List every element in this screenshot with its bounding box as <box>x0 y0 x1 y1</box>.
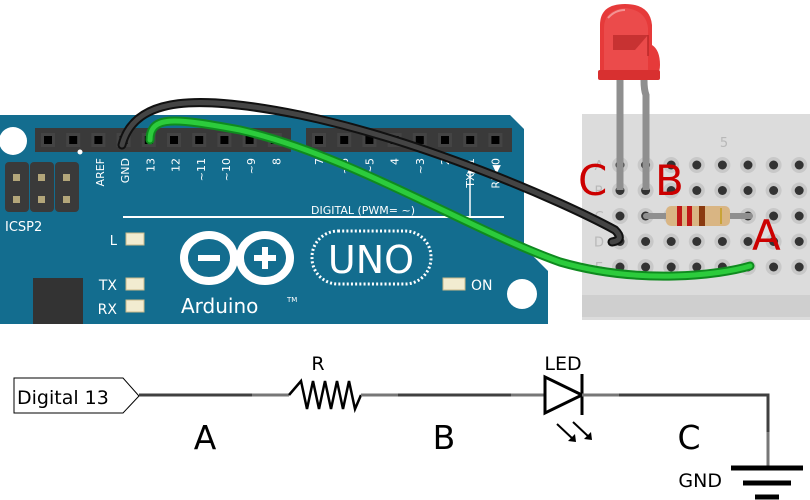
led-label: LED <box>544 353 581 375</box>
led-on-label: ON <box>471 278 493 294</box>
led-rx-label: RX <box>98 302 118 318</box>
marker-c: C <box>578 156 607 205</box>
digital-label: DIGITAL (PWM= ~) <box>311 204 415 217</box>
breadboard-column-label: 5 <box>720 136 728 151</box>
input-port-flag <box>13 377 140 414</box>
marker-a: A <box>752 211 781 260</box>
trademark: TM <box>286 296 297 304</box>
schematic: Digital 13 R LED GND A B C <box>13 353 803 500</box>
led-symbol <box>543 374 592 442</box>
header-pin-label: ~10 <box>220 158 233 181</box>
board-pcb <box>0 115 548 324</box>
resistor-component <box>643 206 753 226</box>
led-tx <box>125 277 145 291</box>
uno-badge <box>310 229 433 286</box>
icsp-label: ICSP2 <box>5 220 42 235</box>
input-port-label: Digital 13 <box>17 387 109 409</box>
header-pin-label: ~11 <box>195 158 208 181</box>
segment-a-label: A <box>194 418 217 457</box>
header-pin-label: 4 <box>389 158 402 165</box>
led-tx-label: TX <box>98 278 118 294</box>
brand-name: Arduino <box>181 294 258 318</box>
header-pin-label: GND <box>119 158 132 183</box>
arduino-logo-icon <box>180 231 294 285</box>
header-pin-label: 8 <box>270 158 283 165</box>
led-rx <box>125 299 145 313</box>
model-name: UNO <box>328 238 414 282</box>
breadboard-row-label: A <box>595 159 604 174</box>
header-pin-label: 12 <box>170 158 183 172</box>
icsp-header <box>5 149 83 212</box>
breadboard-row-label: B <box>595 185 604 200</box>
ground-label: GND <box>678 470 722 492</box>
header-pin-label: AREF <box>94 158 107 186</box>
mounting-hole <box>507 279 537 309</box>
breadboard-row-label: D <box>594 236 604 251</box>
header-pin-label: ~9 <box>245 158 258 174</box>
led-component <box>598 4 660 190</box>
ground-icon <box>731 465 803 500</box>
resistor-label: R <box>311 353 324 375</box>
header-pin-label: ~3 <box>414 158 427 174</box>
led-l <box>125 232 145 246</box>
led-l-label: L <box>110 234 118 249</box>
header-pin-label: 13 <box>144 158 157 172</box>
segment-c-label: C <box>677 418 700 457</box>
mounting-hole <box>0 127 27 155</box>
led-on <box>442 277 466 291</box>
marker-b: B <box>655 156 684 205</box>
header-pin-label: 7 <box>313 158 326 165</box>
segment-b-label: B <box>433 418 456 457</box>
digital-header-left <box>35 128 291 152</box>
resistor-symbol <box>288 378 363 414</box>
chip <box>33 278 83 324</box>
